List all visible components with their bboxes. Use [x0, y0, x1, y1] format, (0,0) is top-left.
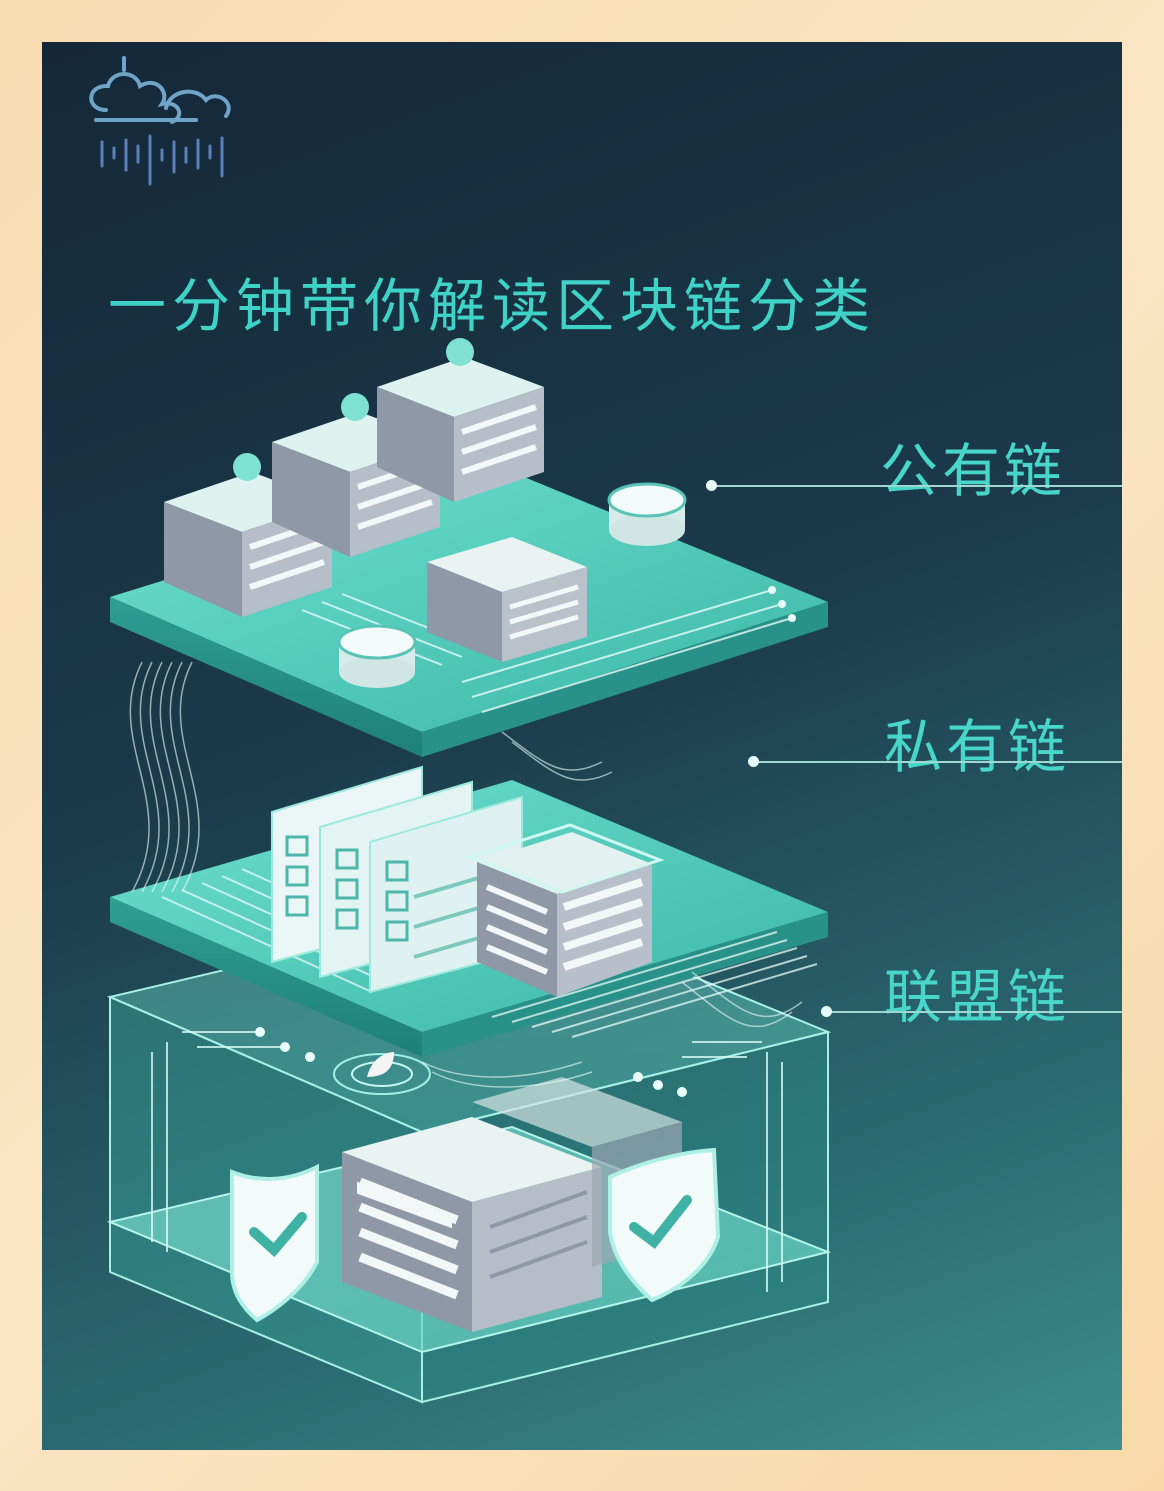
leader-dot-public: [706, 480, 717, 491]
server-icon: [427, 537, 587, 662]
label-consortium-chain: 联盟链: [884, 963, 1071, 1031]
cloud-rain-logo-icon: [89, 56, 231, 186]
building-icon: [465, 823, 665, 997]
poster: 一分钟带你解读区块链分类: [42, 42, 1122, 1450]
label-private-chain: 私有链: [884, 713, 1071, 781]
leader-dot-private: [748, 756, 759, 767]
private-layer: [110, 661, 828, 1088]
leader-line-private: [754, 761, 1122, 763]
leader-dot-consortium: [821, 1006, 832, 1017]
database-icon: [337, 624, 417, 688]
building-icon: [377, 338, 544, 502]
shield-check-icon: [608, 1147, 721, 1303]
blockchain-illustration: [106, 338, 832, 1404]
database-icon: [607, 482, 687, 546]
checklist-icon: [271, 765, 523, 994]
shield-check-icon: [230, 1163, 319, 1323]
leader-line-public: [712, 485, 1122, 487]
public-layer: [110, 338, 828, 757]
label-public-chain: 公有链: [880, 437, 1067, 505]
leader-line-consortium: [827, 1011, 1122, 1013]
page-title: 一分钟带你解读区块链分类: [108, 271, 877, 340]
server-icon: [342, 1117, 602, 1332]
